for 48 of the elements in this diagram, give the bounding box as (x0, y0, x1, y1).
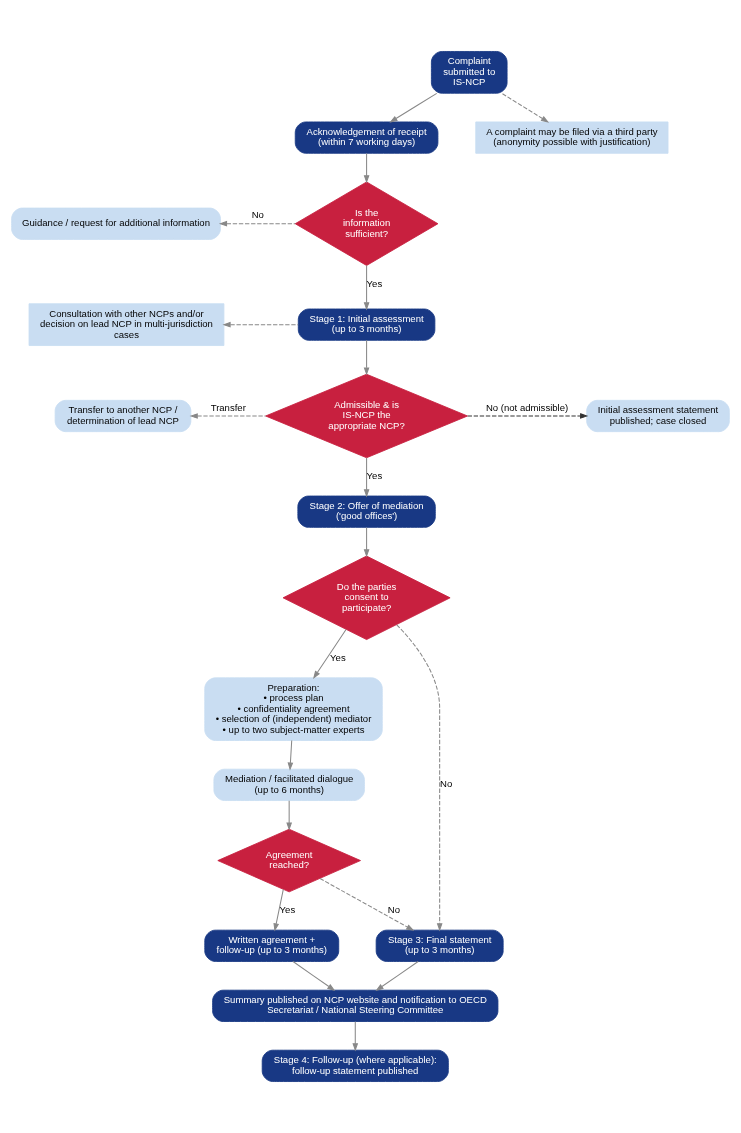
node-box: A complaint may be filed via a third party (anonymity possible with justification) (475, 121, 669, 154)
node-box: Stage 4: Follow-up (where applicable): follow-up statement published (261, 1049, 449, 1082)
node-box: Stage 1: Initial assessment (up to 3 months) (297, 308, 436, 341)
node-diamond: Is the information sufficient? (294, 181, 439, 266)
arrow (287, 740, 294, 771)
arrow (292, 961, 336, 992)
node-box: Mediation / facilitated dialogue (up to 6 months) (213, 768, 365, 801)
node-box: Stage 2: Offer of mediation ('good offices') (297, 495, 436, 528)
edge-label: No (440, 778, 453, 790)
arrow (222, 321, 299, 328)
arrow (363, 153, 370, 184)
node-box: Preparation: • process plan • confidentiality agreement • selection of (independent) mediator • up to two subject-matter experts (204, 677, 383, 741)
arrow (375, 961, 419, 992)
arrow (363, 527, 370, 558)
arrow (467, 413, 589, 419)
edge-label: Yes (366, 470, 383, 482)
arrow (218, 220, 296, 227)
edge-label: Transfer (210, 401, 246, 413)
arrow (363, 457, 370, 498)
node-box: Summary published on NCP website and notification to OECD Secretariat / National Steering Committee (212, 989, 499, 1022)
node-box: Written agreement + follow-up (up to 3 months) (204, 929, 340, 962)
arrow (189, 413, 267, 419)
edge-label: No (387, 904, 401, 916)
node-box: Complaint submitted to IS-NCP (430, 51, 508, 94)
node-box: Transfer to another NCP / determination of lead NCP (54, 399, 192, 433)
arrow (352, 1021, 359, 1052)
edge-label: Yes (366, 278, 383, 290)
edge-label: Yes (279, 904, 296, 916)
arrow (389, 92, 438, 123)
node-box: Initial assessment statement published; case closed (586, 399, 730, 433)
edge-label: No (not admissible) (485, 401, 569, 413)
arrow (501, 92, 550, 123)
node-diamond: Agreement reached? (217, 828, 361, 893)
node-box: Guidance / request for additional information (11, 207, 221, 240)
edge-label: Yes (330, 652, 346, 664)
arrow (319, 878, 415, 931)
arrow (396, 624, 443, 932)
node-diamond: Admissible & is IS-NCP the appropriate NCP? (265, 373, 468, 459)
node-box: Consultation with other NCPs and/or decision on lead NCP in multi-jurisdiction cases (28, 303, 225, 346)
arrow (313, 629, 347, 679)
edge-label: No (251, 209, 264, 221)
arrow (273, 888, 284, 932)
arrow (363, 339, 370, 376)
node-box: Acknowledgement of receipt (within 7 working days) (294, 121, 439, 154)
arrow (286, 800, 293, 831)
node-diamond: Do the parties consent to participate? (282, 555, 451, 640)
arrow (363, 265, 370, 311)
node-box: Stage 3: Final statement (up to 3 months) (375, 929, 504, 962)
